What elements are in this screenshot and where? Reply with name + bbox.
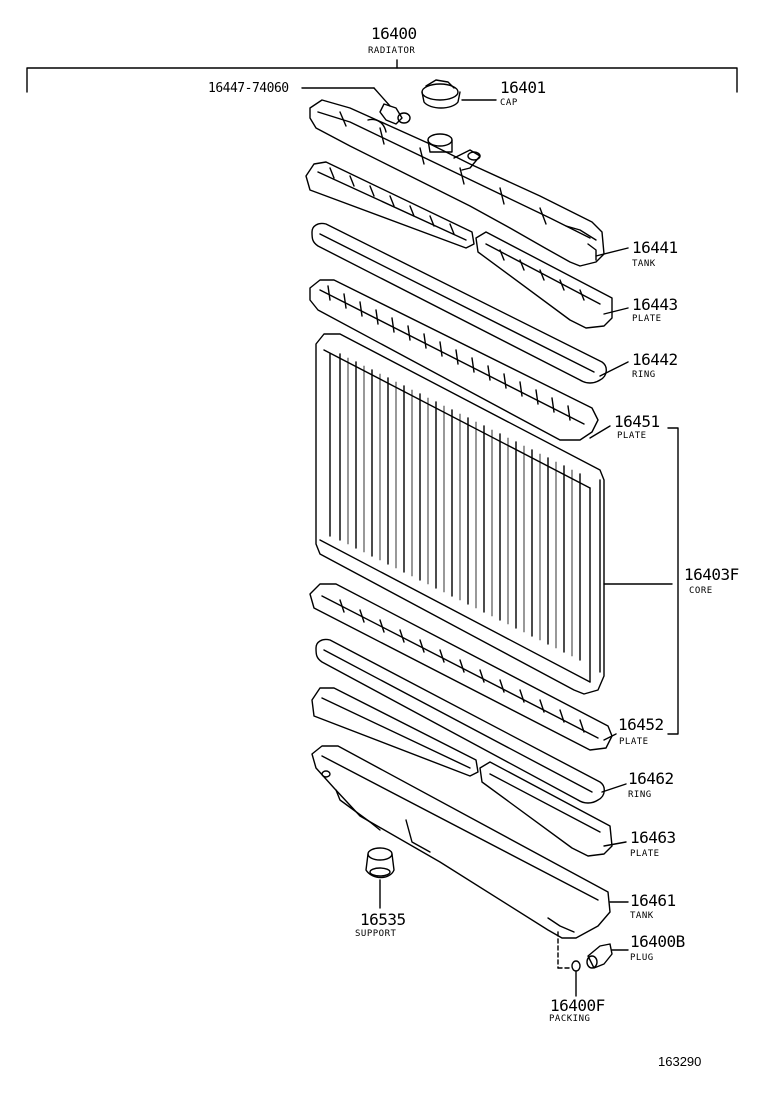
lower-tank-plate-number: 16463: [630, 828, 676, 847]
upper-ring-drawing: [312, 223, 606, 383]
upper-tank-plate-drawing: [306, 162, 612, 328]
lower-tank-drawing: [312, 746, 628, 938]
packing-name: PACKING: [549, 1014, 591, 1024]
packing-number: 16400F: [550, 996, 605, 1015]
lower-core-plate-name: PLATE: [619, 737, 649, 747]
core-number: 16403F: [684, 565, 739, 584]
drain-cock-drawing: [302, 88, 410, 124]
leader-lines: [558, 248, 628, 968]
lower-ring-drawing: [316, 639, 604, 803]
assembly-name: RADIATOR: [368, 46, 416, 56]
cap-number: 16401: [500, 78, 546, 97]
assembly-number: 16400: [371, 24, 417, 43]
lower-ring-number: 16462: [628, 769, 674, 788]
drain-cock-number: 16447-74060: [208, 81, 289, 96]
upper-tank-name: TANK: [632, 259, 656, 269]
support-number: 16535: [360, 910, 406, 929]
upper-tank-plate-number: 16443: [632, 295, 678, 314]
support-drawing: [366, 848, 394, 908]
upper-core-plate-name: PLATE: [617, 431, 647, 441]
lower-ring-name: RING: [628, 790, 652, 800]
lower-tank-plate-drawing: [312, 688, 612, 856]
packing-drawing: [572, 961, 580, 996]
upper-tank-plate-name: PLATE: [632, 314, 662, 324]
core-name: CORE: [689, 586, 713, 596]
plug-number: 16400B: [630, 932, 685, 951]
upper-tank-number: 16441: [632, 238, 678, 257]
lower-tank-name: TANK: [630, 911, 654, 921]
plug-name: PLUG: [630, 953, 654, 963]
cap-drawing: [422, 80, 496, 108]
assembly-bracket: [27, 60, 737, 92]
upper-core-plate-drawing: [310, 280, 598, 440]
cap-name: CAP: [500, 98, 518, 108]
core-drawing: [316, 334, 672, 694]
figure-number: 163290: [658, 1054, 702, 1069]
upper-ring-name: RING: [632, 370, 656, 380]
upper-ring-number: 16442: [632, 350, 678, 369]
lower-tank-plate-name: PLATE: [630, 849, 660, 859]
lower-core-plate-number: 16452: [618, 715, 664, 734]
core-bracket: [668, 428, 678, 734]
upper-tank-drawing: [310, 100, 604, 266]
plug-drawing: [587, 944, 628, 968]
support-name: SUPPORT: [355, 929, 397, 939]
lower-tank-number: 16461: [630, 891, 676, 910]
upper-core-plate-number: 16451: [614, 412, 660, 431]
